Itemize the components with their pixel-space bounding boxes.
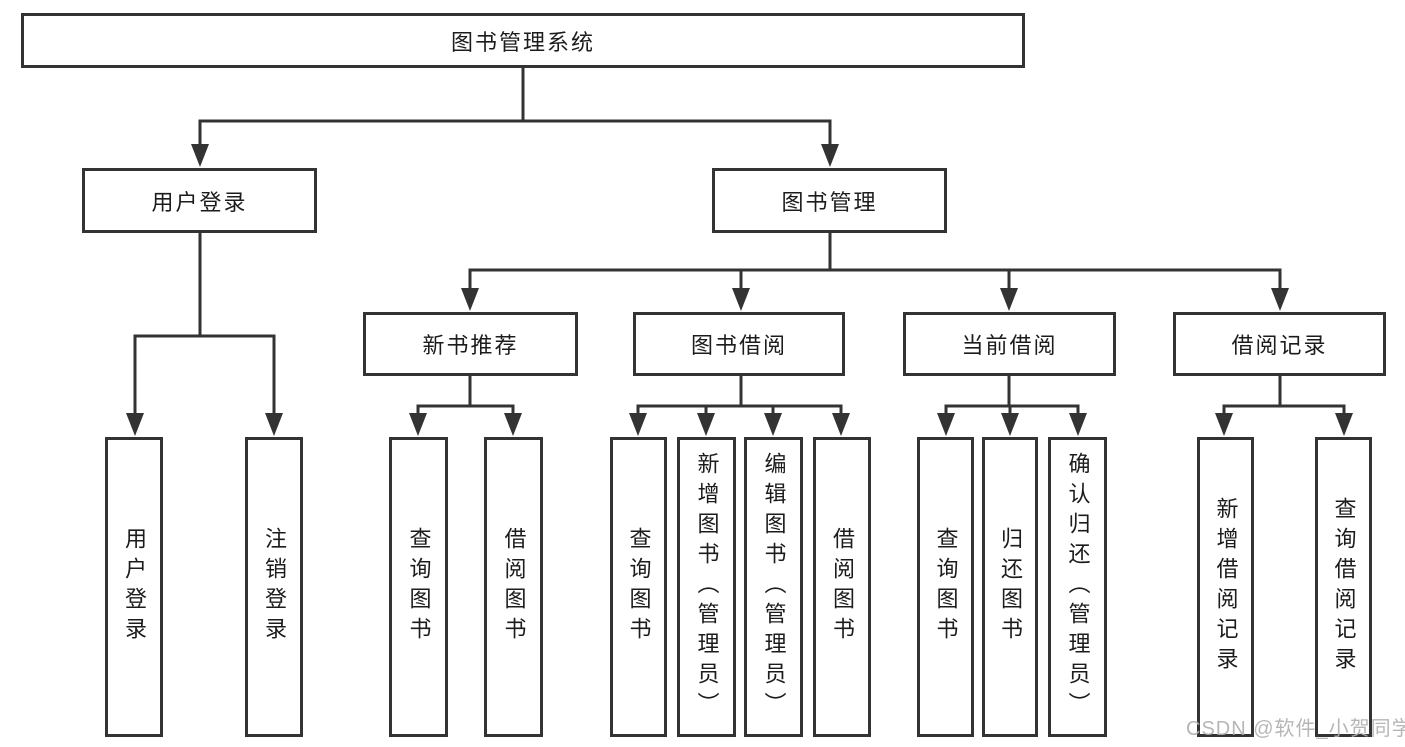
leaf-confirm-return-admin: 确认归还（管理员） xyxy=(1048,437,1107,737)
node-label: 注销登录 xyxy=(262,527,287,647)
arrowhead-down-icon xyxy=(764,413,782,436)
arrowhead-down-icon xyxy=(1069,413,1087,436)
node-label: 新增借阅记录 xyxy=(1213,497,1239,677)
node-library-management-system: 图书管理系统 xyxy=(21,13,1025,68)
arrowhead-down-icon xyxy=(126,413,144,436)
leaf-query-books-borrowing: 查询图书 xyxy=(610,437,667,737)
leaf-edit-books-admin: 编辑图书（管理员） xyxy=(744,437,803,737)
arrowhead-down-icon xyxy=(265,413,283,436)
node-label: 图书借阅 xyxy=(690,333,787,358)
arrowhead-down-icon xyxy=(1215,413,1233,436)
leaf-borrow-books-borrowing: 借阅图书 xyxy=(813,437,871,737)
node-label: 查询图书 xyxy=(933,527,959,647)
arrowhead-down-icon xyxy=(832,413,850,436)
leaf-query-books-recommend: 查询图书 xyxy=(389,437,448,737)
node-book-borrowing: 图书借阅 xyxy=(633,312,845,376)
node-label: 新增图书（管理员） xyxy=(694,452,720,722)
arrowhead-down-icon xyxy=(461,288,479,311)
leaf-borrow-books-recommend: 借阅图书 xyxy=(484,437,543,737)
leaf-query-borrow-record: 查询借阅记录 xyxy=(1315,437,1372,737)
arrowhead-down-icon xyxy=(821,144,839,167)
leaf-user-login: 用户登录 xyxy=(105,437,163,737)
node-new-book-recommendation: 新书推荐 xyxy=(363,312,578,376)
arrowhead-down-icon xyxy=(504,413,522,436)
node-label: 用户登录 xyxy=(122,527,147,647)
leaf-query-books-current: 查询图书 xyxy=(917,437,974,737)
node-label: 查询图书 xyxy=(626,527,652,647)
node-label: 新书推荐 xyxy=(422,333,519,358)
node-label: 确认归还（管理员） xyxy=(1065,452,1091,722)
node-user-login: 用户登录 xyxy=(82,168,317,233)
node-current-borrowing: 当前借阅 xyxy=(903,312,1116,376)
leaf-add-books-admin: 新增图书（管理员） xyxy=(677,437,736,737)
leaf-return-books: 归还图书 xyxy=(982,437,1038,737)
node-label: 编辑图书（管理员） xyxy=(761,452,787,722)
leaf-add-borrow-record: 新增借阅记录 xyxy=(1197,437,1254,737)
arrowhead-down-icon xyxy=(1271,288,1289,311)
node-borrowing-records: 借阅记录 xyxy=(1173,312,1386,376)
node-label: 借阅图书 xyxy=(501,527,527,647)
node-label: 借阅图书 xyxy=(830,527,855,647)
arrowhead-down-icon xyxy=(409,413,427,436)
arrowhead-down-icon xyxy=(1001,413,1019,436)
arrowhead-down-icon xyxy=(629,413,647,436)
node-label: 归还图书 xyxy=(998,527,1023,647)
node-label: 图书管理 xyxy=(781,189,878,215)
node-label: 查询图书 xyxy=(406,527,432,647)
node-label: 当前借阅 xyxy=(961,333,1058,358)
watermark-csdn: CSDN @软件_小贺同学 xyxy=(1186,718,1405,740)
leaf-logout: 注销登录 xyxy=(245,437,303,737)
arrowhead-down-icon xyxy=(937,413,955,436)
arrowhead-down-icon xyxy=(697,413,715,436)
node-book-management: 图书管理 xyxy=(712,168,947,233)
node-label: 查询借阅记录 xyxy=(1331,497,1357,677)
node-label: 图书管理系统 xyxy=(450,29,595,55)
node-label: 借阅记录 xyxy=(1231,333,1328,358)
arrowhead-down-icon xyxy=(1335,413,1353,436)
arrowheads xyxy=(126,144,1353,436)
arrowhead-down-icon xyxy=(1000,288,1018,311)
node-label: 用户登录 xyxy=(151,189,248,215)
connector-segments xyxy=(133,68,1346,415)
arrowhead-down-icon xyxy=(732,288,750,311)
arrowhead-down-icon xyxy=(191,144,209,167)
